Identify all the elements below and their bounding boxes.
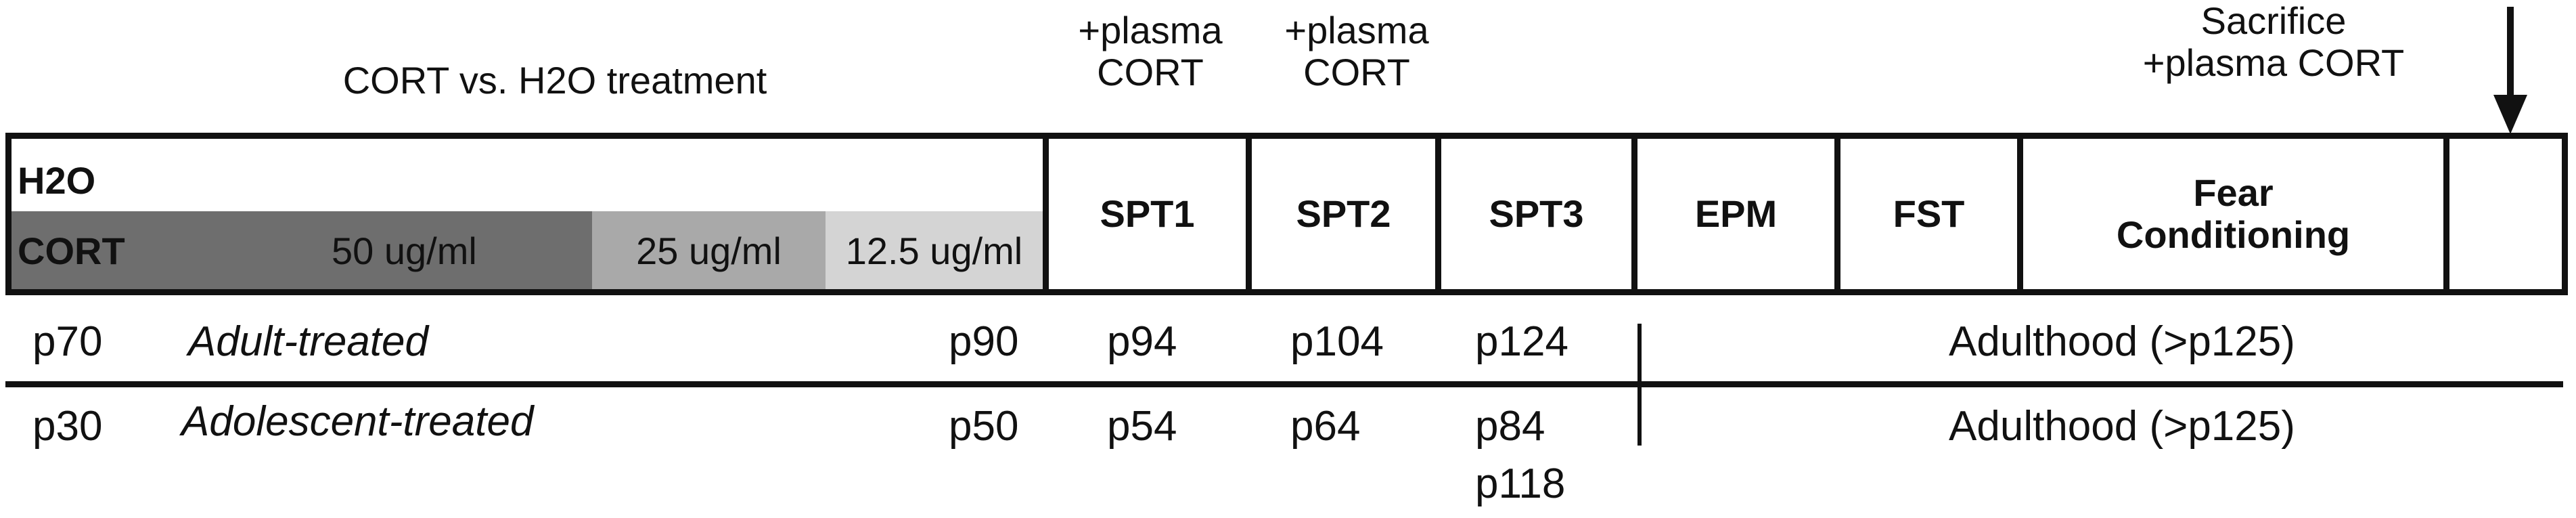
adolescent-end: p50 [949,403,1019,450]
adolescent-treated-label: Adolescent-treated [181,398,534,445]
adolescent-adulthood: Adulthood (>p125) [1949,403,2295,450]
treatment-title: CORT vs. H2O treatment [342,59,767,102]
adult-treated-label: Adult-treated [188,318,428,365]
cort-bar-mid [592,211,826,289]
spt2-note-line2: CORT [1303,51,1410,93]
adult-start: p70 [32,318,103,365]
dose-12-5-label: 12.5 ug/ml [845,230,1023,272]
adulthood-divider [1637,324,1642,446]
dose-50-label: 50 ug/ml [332,230,477,272]
sacrifice-note-line2: +plasma CORT [2142,41,2405,84]
step-spt3: SPT3 [1441,135,1637,293]
cort-label: CORT [18,230,125,272]
step-fear-conditioning: Fear Conditioning [2023,135,2449,293]
cort-bar-dark [12,211,592,289]
fear-line2: Conditioning [2116,213,2351,256]
step-spt2: SPT2 [1252,135,1441,293]
adult-adulthood: Adulthood (>p125) [1949,318,2295,365]
spt1-note-line2: CORT [1097,51,1204,93]
spt2-note-line1: +plasma [1284,9,1429,51]
fear-line1: Fear [2193,171,2274,214]
timeline-box [5,133,2568,295]
adolescent-start: p30 [32,403,103,450]
cort-bar-light [826,211,1043,289]
spt2-plasma-note: +plasma CORT [1255,9,1458,93]
adolescent-spt3-day-a: p84 [1475,403,1545,450]
adolescent-spt2-day: p64 [1290,403,1361,450]
dose-25-label: 25 ug/ml [636,230,782,272]
adult-end: p90 [949,318,1019,365]
treatment-divider [1043,135,1049,293]
sacrifice-arrow-icon [2493,7,2527,134]
spt1-plasma-note: +plasma CORT [1049,9,1252,93]
step-spt1: SPT1 [1049,135,1252,293]
h2o-label: H2O [18,159,96,202]
row-separator [5,381,2563,387]
sacrifice-note: Sacrifice +plasma CORT [2098,0,2449,84]
sacrifice-note-line1: Sacrifice [2200,0,2347,42]
adult-spt2-day: p104 [1290,318,1384,365]
spt1-note-line1: +plasma [1078,9,1223,51]
adult-spt3-day: p124 [1475,318,1568,365]
step-fst: FST [1840,135,2023,293]
adolescent-spt1-day: p54 [1107,403,1177,450]
adult-spt1-day: p94 [1107,318,1177,365]
step-epm: EPM [1637,135,1840,293]
adolescent-spt3-day-b: p118 [1475,460,1566,507]
